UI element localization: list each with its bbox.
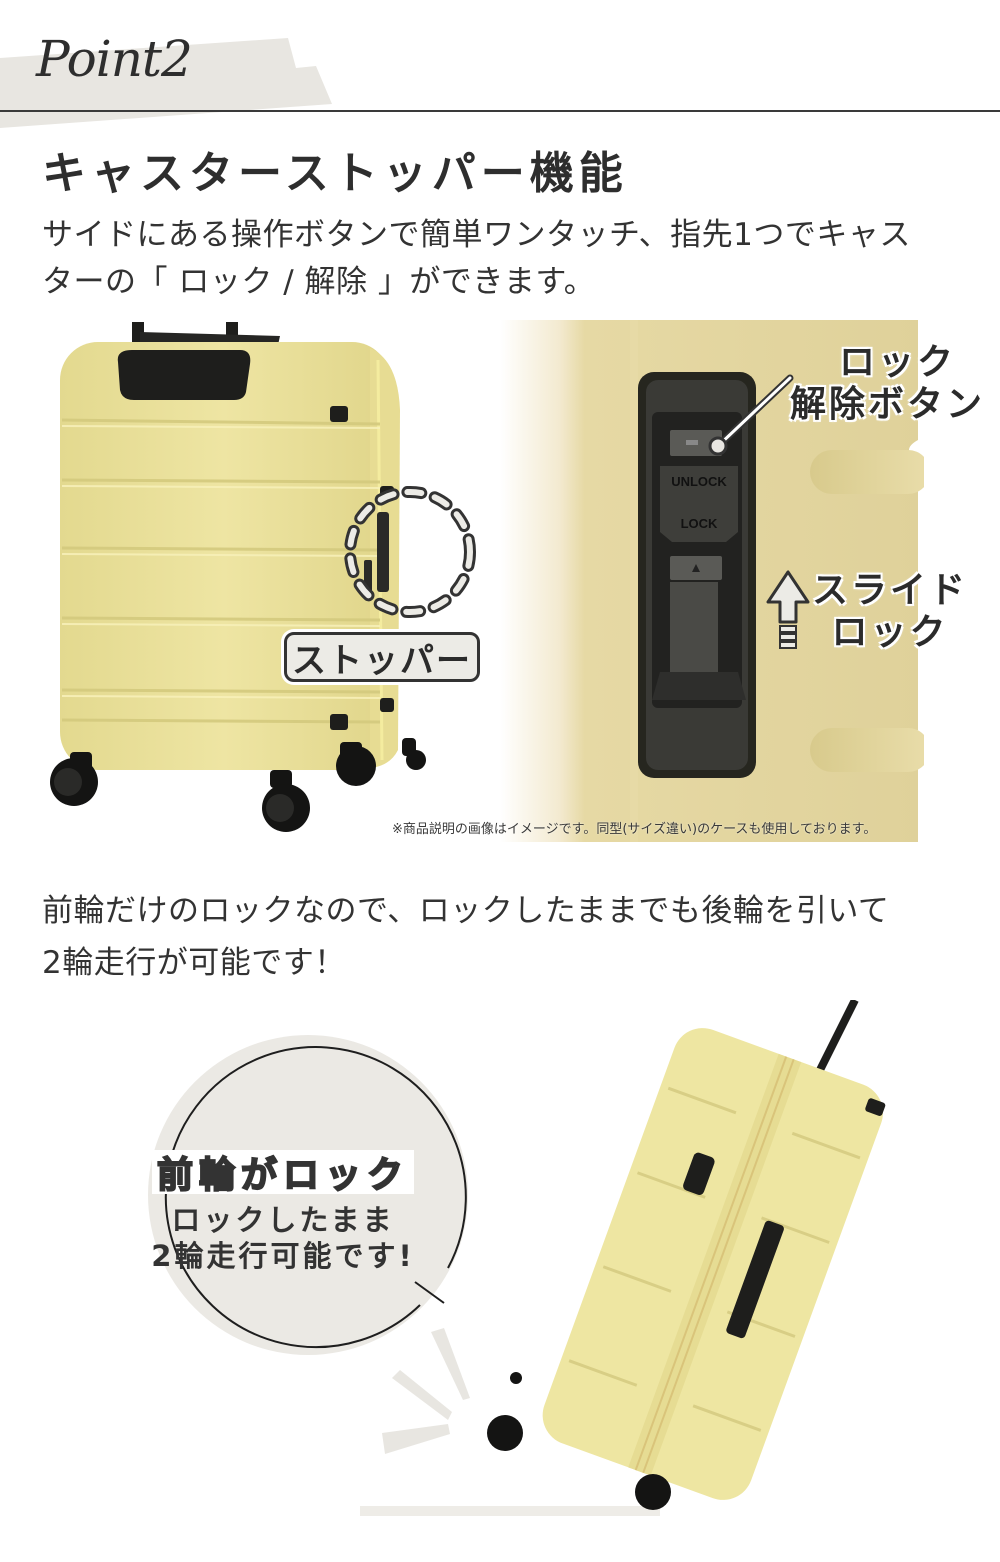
- caster-stopper-switch: [377, 512, 389, 592]
- tsa-lock: [683, 1152, 715, 1195]
- impact-lines-decoration: [382, 1328, 470, 1454]
- bubble-body-line-2: 2輪走行可能です!: [151, 1239, 415, 1273]
- slide-lock-callout: スライド ロック: [810, 570, 970, 654]
- intro-line-2: ターの「 ロック / 解除 」ができます。: [42, 264, 596, 300]
- intro-paragraph: サイドにある操作ボタンで簡単ワンタッチ、指先1つでキャス ターの「 ロック / …: [42, 212, 972, 306]
- intro-line-1: サイドにある操作ボタンで簡単ワンタッチ、指先1つでキャス: [42, 217, 911, 253]
- unlock-button-callout: ロック 解除ボタン: [770, 342, 985, 426]
- bubble-headline-band: 前輪がロック: [152, 1150, 414, 1197]
- slide-callout-line-1: スライド: [811, 570, 968, 611]
- slide-up-arrow-icon: [766, 570, 810, 649]
- lock-engraving: LOCK: [681, 516, 718, 531]
- unlock-engraving: UNLOCK: [671, 474, 727, 489]
- two-wheel-description: 前輪だけのロックなので、ロックしたままでも後輪を引いて 2輪走行が可能です！: [42, 885, 972, 989]
- slide-callout-line-2: ロック: [831, 612, 949, 653]
- tilted-suitcase-illustration: [148, 1000, 886, 1516]
- bubble-headline: 前輪がロック: [156, 1154, 409, 1197]
- suitcase-back-photo: [50, 322, 476, 832]
- bubble-body-text: ロックしたまま 2輪走行可能です!: [140, 1202, 426, 1274]
- tape-banner-decoration: [0, 38, 332, 128]
- stopper-closeup-photo: UNLOCK LOCK: [500, 320, 924, 842]
- side-carry-handle: [726, 1220, 784, 1339]
- description-line-1: 前輪だけのロックなので、ロックしたままでも後輪を引いて: [42, 893, 890, 929]
- caster-wheels: [487, 1372, 671, 1510]
- description-line-2: 2輪走行が可能です！: [42, 945, 346, 981]
- stopper-label: ストッパー: [284, 632, 480, 682]
- point-header: Point2: [0, 0, 1000, 140]
- point-number-label: Point2: [36, 30, 193, 88]
- unlock-callout-line-1: ロック: [838, 342, 956, 383]
- bubble-body-line-1: ロックしたまま: [171, 1203, 395, 1237]
- section-title: キャスターストッパー機能: [42, 148, 628, 199]
- image-disclaimer: ※商品説明の画像はイメージです。同型(サイズ違い)のケースも使用しております。: [392, 822, 877, 837]
- speech-bubble-background: [148, 1035, 468, 1355]
- slide-switch-grip: [670, 582, 718, 672]
- unlock-callout-line-2: 解除ボタン: [789, 384, 985, 425]
- header-divider: [0, 110, 1000, 112]
